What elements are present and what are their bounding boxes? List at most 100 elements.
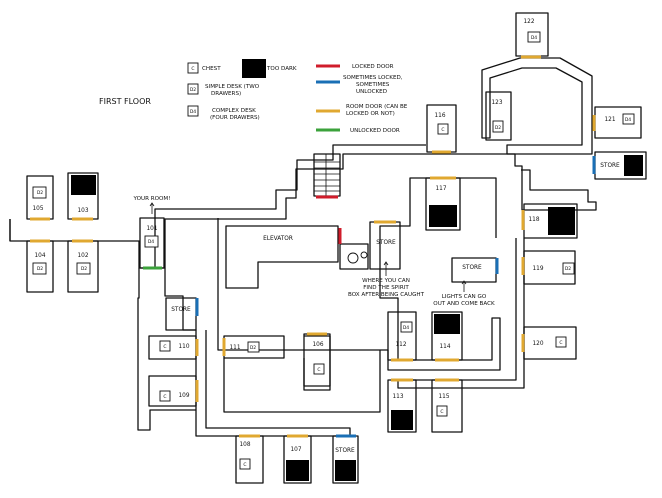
- toilet-icon: [347, 252, 359, 264]
- desk-label: D4: [403, 325, 409, 331]
- legend-chest-label: CHEST: [202, 66, 221, 72]
- desk-label: D4: [148, 239, 154, 245]
- room-label: STORE: [171, 307, 191, 313]
- room-label: ELEVATOR: [263, 236, 293, 242]
- desk-icon: [247, 341, 260, 353]
- room-label: STORE: [600, 163, 620, 169]
- legend-blue-label-2: SOMETIMES: [356, 82, 390, 88]
- room-label: 117: [435, 186, 446, 192]
- desk-label: D2: [37, 190, 43, 196]
- room-123-loop: [481, 57, 593, 155]
- room-toilet: [339, 243, 369, 270]
- room-label: 122: [523, 19, 534, 25]
- legend-d2-icon: [187, 83, 199, 95]
- legend-dark-swatch: [242, 59, 266, 78]
- room-label: 105: [32, 206, 43, 212]
- arrow-head: [149, 202, 155, 207]
- desk-label: D2: [250, 345, 256, 351]
- room-109[interactable]: [148, 375, 197, 407]
- chest-label: C: [163, 394, 166, 400]
- room-label: 111: [229, 345, 240, 351]
- legend-yellow-label-1: ROOM DOOR (CAN BE: [346, 104, 408, 110]
- svg-text:D2: D2: [190, 87, 196, 93]
- legend-d2-label-2: DRAWERS): [211, 91, 241, 97]
- desk-icon: [144, 235, 159, 248]
- room-label: 115: [438, 394, 449, 400]
- desk-label: D4: [531, 35, 537, 41]
- dark-room-113: [391, 410, 413, 430]
- legend-blue-label-1: SOMETIMES LOCKED,: [343, 75, 403, 81]
- chest-label: C: [243, 462, 246, 468]
- desk-icon: [400, 321, 413, 333]
- your-room-label: YOUR ROOM!: [132, 196, 170, 202]
- chest-icon: [555, 336, 567, 348]
- legend-d4-label-1: COMPLEX DESK: [212, 108, 256, 114]
- room-label: 104: [34, 253, 45, 259]
- lights-note-2: OUT AND COME BACK: [433, 301, 495, 307]
- legend-yellow-label-2: LOCKED OR NOT): [346, 111, 395, 117]
- room-label: 109: [178, 393, 189, 399]
- room-inner-block: [223, 335, 381, 413]
- dark-room-107: [286, 460, 309, 481]
- corridor-east: [397, 238, 525, 389]
- dark-room-118: [548, 207, 575, 235]
- chest-icon: [437, 123, 449, 135]
- legend-d2-label-1: SIMPLE DESK (TWO: [205, 84, 260, 90]
- dark-store-south: [335, 460, 356, 481]
- chest-icon: [313, 363, 325, 375]
- legend-d4-icon: [187, 105, 199, 117]
- desk-icon: [76, 262, 91, 275]
- room-label: 114: [439, 344, 450, 350]
- room-label: 121: [604, 117, 615, 123]
- desk-label: D2: [565, 266, 571, 272]
- legend-green-label: UNLOCKED DOOR: [350, 128, 400, 134]
- room-store-west[interactable]: [165, 297, 197, 331]
- room-label: 119: [532, 266, 543, 272]
- center-loop: [217, 177, 501, 371]
- desk-label: D2: [495, 125, 501, 131]
- svg-text:C: C: [191, 66, 194, 72]
- room-label: 120: [532, 341, 543, 347]
- floor-title: FIRST FLOOR: [99, 97, 151, 106]
- chest-label: C: [441, 127, 444, 133]
- desk-icon: [492, 120, 504, 133]
- legend-red-label: LOCKED DOOR: [352, 64, 394, 70]
- chest-label: C: [317, 367, 320, 373]
- room-label: 110: [178, 344, 189, 350]
- desk-icon: [622, 113, 635, 125]
- desk-icon: [527, 31, 541, 43]
- legend: C CHEST TOO DARK D2 SIMPLE DESK (TWO DRA…: [187, 59, 408, 134]
- room-label: 103: [77, 208, 88, 214]
- room-label: 118: [528, 217, 539, 223]
- desk-icon: [562, 262, 575, 275]
- legend-chest-icon: [187, 62, 199, 74]
- room-label: 108: [239, 442, 250, 448]
- corridor-west-loop: [9, 219, 196, 431]
- room-label: 123: [491, 100, 502, 106]
- room-112[interactable]: [387, 311, 417, 361]
- room-label: 102: [77, 253, 88, 259]
- dark-room-117: [429, 205, 457, 227]
- spirit-box-note-3: BOX AFTER BEING CAUGHT: [348, 292, 425, 298]
- legend-blue-label-3: UNLOCKED: [356, 89, 387, 95]
- dark-room-114: [434, 314, 460, 334]
- chest-label: C: [559, 340, 562, 346]
- desk-label: D2: [37, 266, 43, 272]
- desk-icon: [32, 262, 47, 275]
- spirit-box-note-2: FIND THE SPIRIT: [363, 285, 409, 291]
- room-123[interactable]: [485, 91, 512, 141]
- room-label: 107: [290, 447, 301, 453]
- chest-label: C: [440, 409, 443, 415]
- chest-icon: [159, 340, 171, 352]
- elevator-block: [225, 225, 339, 289]
- room-label: 106: [312, 342, 323, 348]
- room-label: STORE: [376, 240, 396, 246]
- legend-d4-label-2: (FOUR DRAWERS): [210, 115, 260, 121]
- room-label: 113: [392, 394, 403, 400]
- chest-icon: [436, 405, 448, 417]
- chest-label: C: [163, 344, 166, 350]
- room-label: STORE: [462, 265, 482, 271]
- desk-label: D2: [81, 266, 87, 272]
